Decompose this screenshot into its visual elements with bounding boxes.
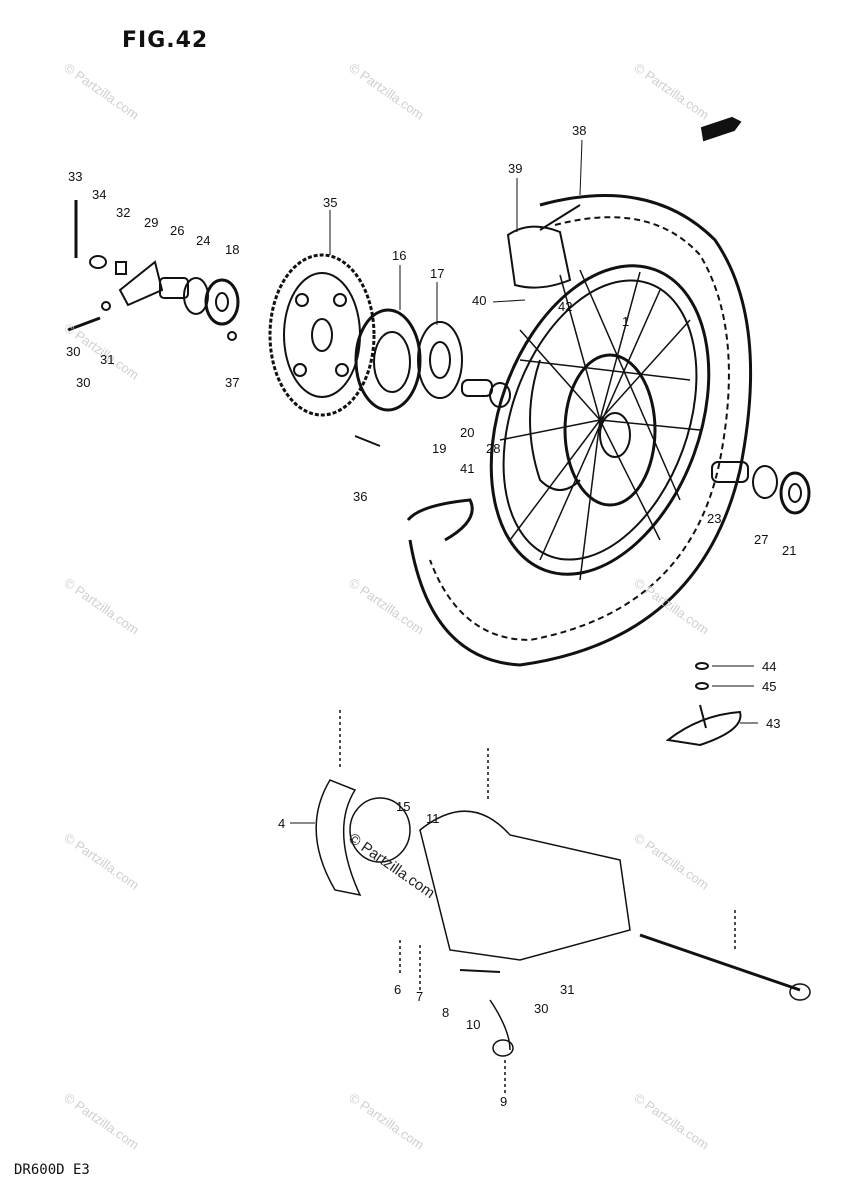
callout-36: 36	[353, 489, 368, 504]
callout-29: 29	[144, 215, 159, 230]
callout-30b: 30	[534, 1001, 549, 1016]
callout-27: 27	[754, 532, 769, 547]
callout-10: 10	[466, 1017, 481, 1032]
model-code: DR600D E3	[14, 1162, 90, 1178]
callout-37: 37	[225, 375, 240, 390]
callout-42: 42	[558, 299, 573, 314]
inner-tube-valve	[665, 662, 742, 747]
callout-33: 33	[68, 169, 83, 184]
callout-18: 18	[225, 242, 240, 257]
direction-arrow-icon	[700, 116, 742, 142]
callout-35: 35	[323, 195, 338, 210]
chain-adjuster-parts	[67, 200, 381, 447]
callout-26: 26	[170, 223, 185, 238]
callout-43: 43	[766, 716, 781, 731]
callout-15: 15	[396, 799, 411, 814]
callout-31b: 31	[560, 982, 575, 997]
callout-20: 20	[460, 425, 475, 440]
callout-19: 19	[432, 441, 447, 456]
figure-title: FIG.42	[122, 28, 209, 53]
wheel-spokes	[499, 269, 701, 581]
swingarm-assembly	[315, 710, 811, 1095]
callout-23: 23	[707, 511, 722, 526]
wheel-hub	[529, 353, 657, 507]
rear-tire	[406, 194, 753, 667]
callout-30-bottom: 30	[76, 375, 91, 390]
callout-7: 7	[416, 989, 424, 1004]
callout-45: 45	[762, 679, 777, 694]
callout-4: 4	[278, 816, 286, 831]
callout-21: 21	[782, 543, 797, 558]
callout-1: 1	[622, 314, 630, 329]
callout-41: 41	[460, 461, 475, 476]
callout-31: 31	[100, 352, 115, 367]
callout-44: 44	[762, 659, 777, 674]
callout-16: 16	[392, 248, 407, 263]
callout-34: 34	[92, 187, 107, 202]
callout-8: 8	[442, 1005, 450, 1020]
sprocket-drum	[354, 308, 463, 412]
callout-28: 28	[486, 441, 501, 456]
axle-spacers	[461, 379, 511, 408]
callout-11: 11	[426, 811, 440, 826]
callout-17: 17	[430, 266, 445, 281]
leader-lines	[290, 139, 758, 824]
callout-9: 9	[500, 1094, 508, 1109]
callout-6: 6	[394, 982, 402, 997]
callout-32: 32	[116, 205, 131, 220]
callout-38: 38	[572, 123, 587, 138]
callout-40: 40	[472, 293, 487, 308]
rim-band	[506, 204, 581, 289]
rear-sprocket	[268, 253, 376, 417]
callout-24: 24	[196, 233, 211, 248]
callout-30: 30	[66, 344, 81, 359]
right-spacers	[711, 461, 811, 515]
callout-39: 39	[508, 161, 523, 176]
